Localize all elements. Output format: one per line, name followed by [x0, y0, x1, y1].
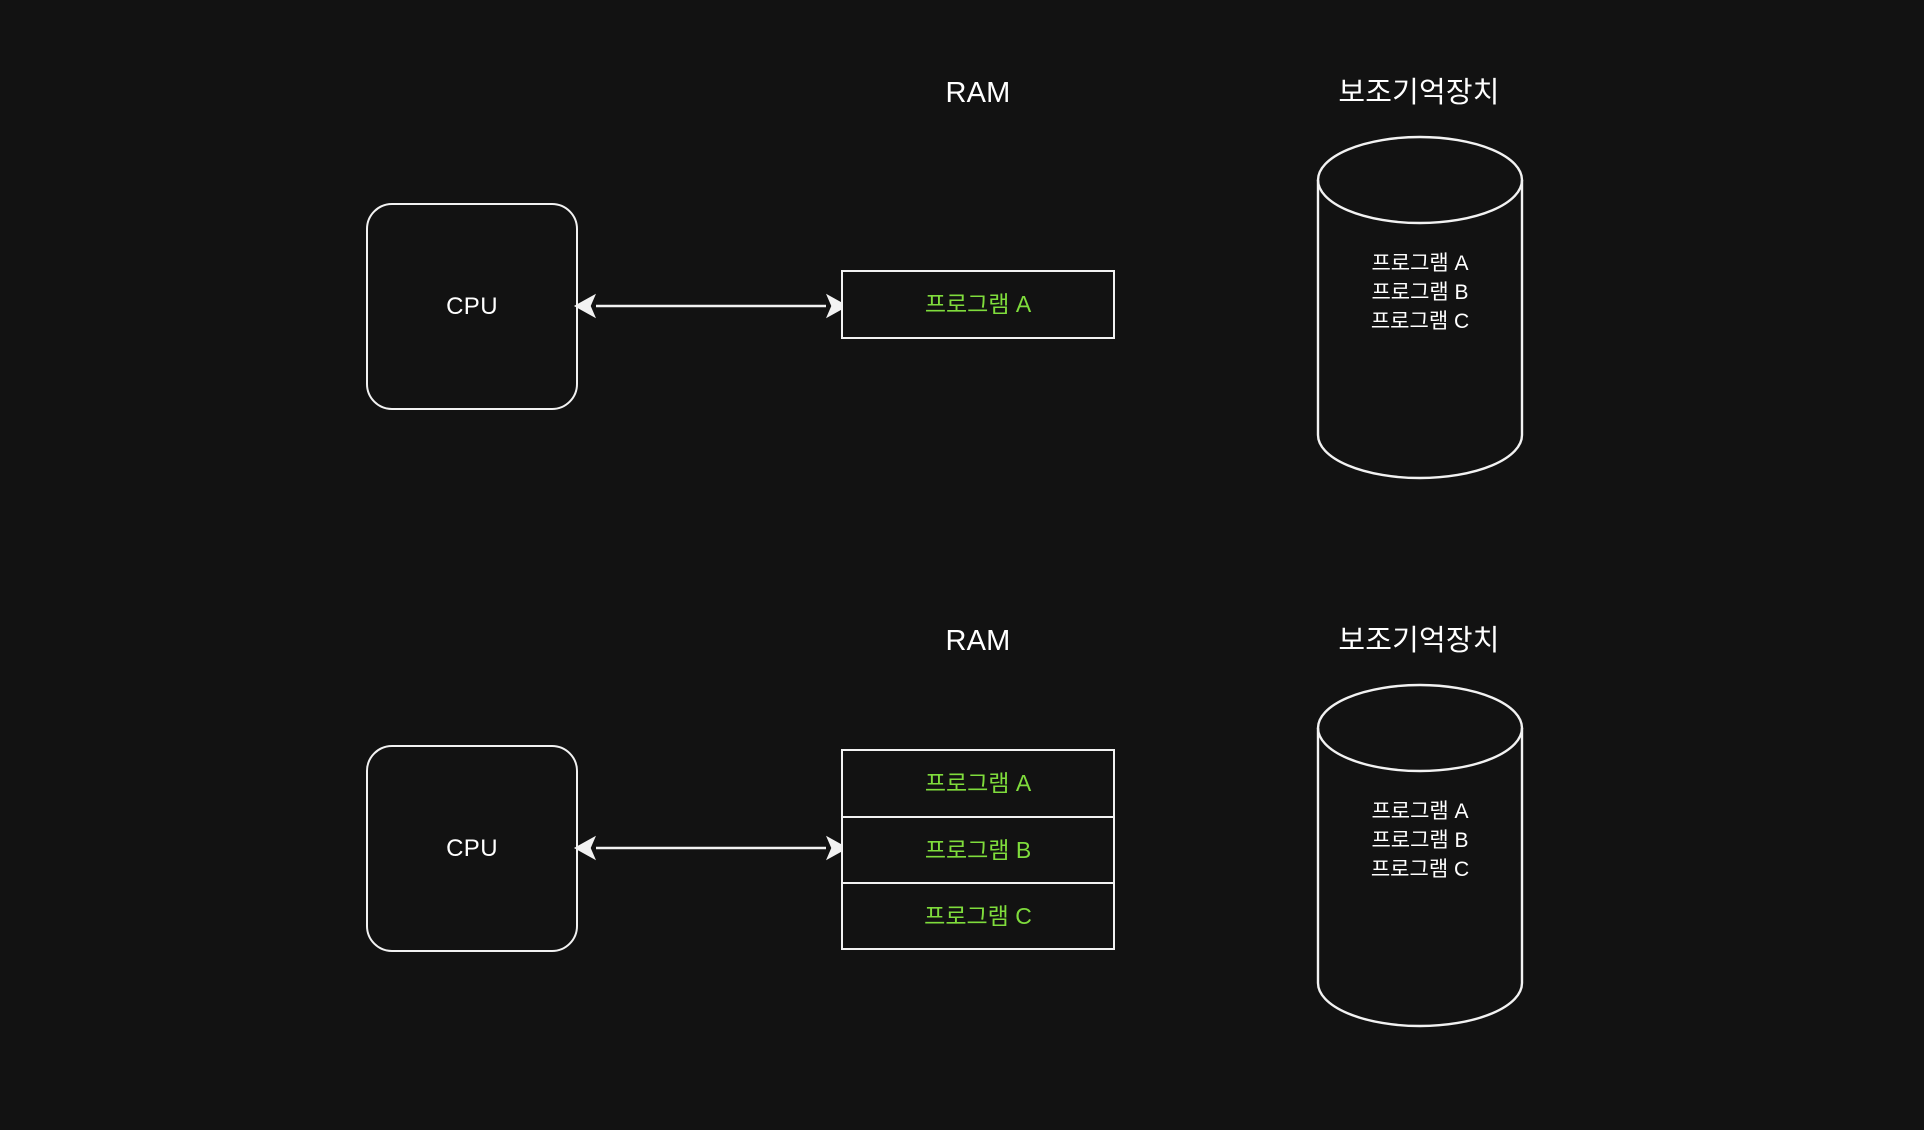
- ram-row-label: 프로그램 A: [924, 770, 1032, 796]
- storage-cylinder-top[interactable]: 프로그램 A 프로그램 B 프로그램 C: [1316, 135, 1524, 480]
- ram-row-program-a-bottom[interactable]: 프로그램 A: [843, 751, 1113, 816]
- ram-row-label: 프로그램 C: [924, 902, 1032, 929]
- ram-label-bottom: RAM: [945, 625, 1011, 657]
- ram-row-label: 프로그램 A: [924, 291, 1032, 317]
- storage-cylinder-bottom[interactable]: 프로그램 A 프로그램 B 프로그램 C: [1316, 683, 1524, 1028]
- cpu-label-top: CPU: [446, 292, 498, 320]
- ram-block-top[interactable]: 프로그램 A: [841, 270, 1115, 339]
- ram-row-program-b-bottom[interactable]: 프로그램 B: [843, 816, 1113, 882]
- section-multi-program: RAM 보조기억장치 CPU 프로그램 A 프로그: [0, 565, 1924, 1130]
- cpu-ram-arrow-bottom: [573, 835, 849, 861]
- cpu-label-bottom: CPU: [446, 834, 498, 862]
- ram-label-top: RAM: [945, 77, 1011, 109]
- storage-label-top: 보조기억장치: [1338, 77, 1500, 109]
- ram-row-label: 프로그램 B: [924, 836, 1032, 863]
- cpu-box-top[interactable]: CPU: [366, 203, 578, 410]
- ram-row-program-a-top[interactable]: 프로그램 A: [843, 272, 1113, 337]
- ram-row-program-c-bottom[interactable]: 프로그램 C: [843, 882, 1113, 948]
- ram-block-bottom[interactable]: 프로그램 A 프로그램 B 프로그램 C: [841, 749, 1115, 950]
- cpu-ram-arrow-top: [573, 293, 849, 319]
- storage-label-bottom: 보조기억장치: [1338, 625, 1500, 657]
- cylinder-shape-icon: [1316, 683, 1524, 1028]
- cpu-box-bottom[interactable]: CPU: [366, 745, 578, 952]
- section-single-program: RAM 보조기억장치 CPU 프로그램 A: [366, 77, 1524, 480]
- cylinder-shape-icon: [1316, 135, 1524, 480]
